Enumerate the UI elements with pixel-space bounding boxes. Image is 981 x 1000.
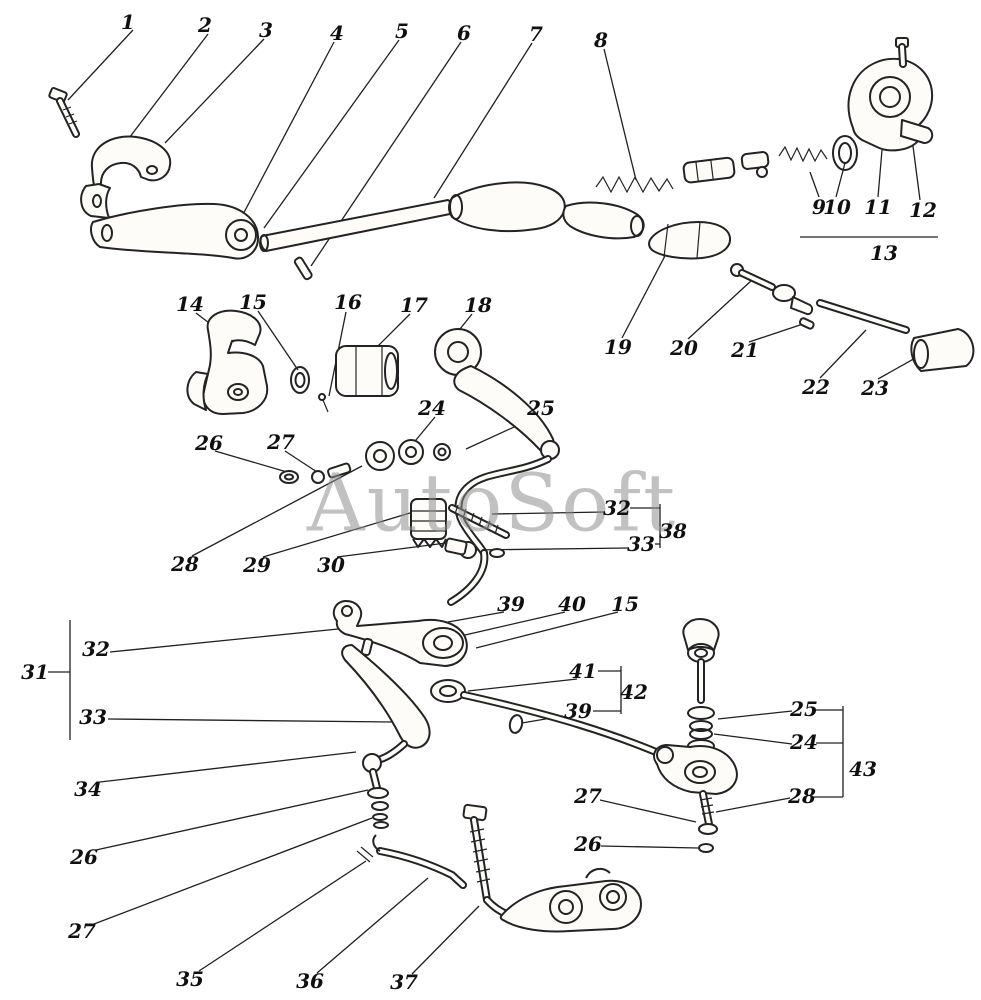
part-long-arm <box>341 644 431 829</box>
callout-label-39-41: 39 <box>564 699 592 723</box>
callout-label-15-35: 15 <box>611 592 639 616</box>
callout-label-36-52: 36 <box>296 969 324 993</box>
part-threaded-stud <box>448 504 510 559</box>
callout-label-15-14: 15 <box>239 290 267 314</box>
callout-label-2-1: 2 <box>198 13 212 37</box>
part-adjuster <box>682 135 858 184</box>
callout-label-27-50: 27 <box>68 919 96 943</box>
part-housing <box>847 37 934 152</box>
callout-label-13-12: 13 <box>870 241 898 265</box>
callout-label-23-22: 23 <box>861 376 889 400</box>
callout-label-26-25: 26 <box>195 431 223 455</box>
part-lever <box>90 202 260 260</box>
callout-label-42-40: 42 <box>620 680 648 704</box>
callout-label-3-2: 3 <box>259 18 273 42</box>
callout-label-7-6: 7 <box>529 22 543 46</box>
part-small-pin <box>318 393 329 413</box>
part-pin <box>293 256 313 281</box>
part-cylinder-block <box>335 345 399 397</box>
part-upper-arm <box>434 328 560 460</box>
callout-label-6-5: 6 <box>457 21 471 45</box>
callout-label-33-32: 33 <box>627 532 655 556</box>
part-clamp-upper <box>80 135 172 219</box>
callout-label-32-37: 32 <box>82 637 110 661</box>
part-bolt <box>48 86 80 138</box>
callout-label-10-9: 10 <box>823 195 851 219</box>
callout-label-40-34: 40 <box>558 592 586 616</box>
callout-label-19-18: 19 <box>604 335 632 359</box>
part-bracket-arm <box>332 600 468 667</box>
callout-label-21-20: 21 <box>731 338 759 362</box>
part-steering-arm <box>653 744 738 853</box>
callout-label-8-7: 8 <box>594 28 608 52</box>
part-grooved-bushing <box>410 498 468 556</box>
callout-label-39-33: 39 <box>497 592 525 616</box>
callout-label-16-15: 16 <box>334 290 362 314</box>
callout-label-41-39: 41 <box>569 659 597 683</box>
callout-label-18-17: 18 <box>464 293 492 317</box>
callout-label-32-30: 32 <box>603 496 631 520</box>
callout-label-27-26: 27 <box>267 430 295 454</box>
callout-label-14-13: 14 <box>176 292 204 316</box>
callout-label-26-48: 26 <box>70 845 98 869</box>
callout-label-4-3: 4 <box>330 21 344 45</box>
callout-label-35-51: 35 <box>176 967 204 991</box>
part-s-link <box>447 455 552 606</box>
part-vertical-link <box>682 618 720 753</box>
callout-label-34-42: 34 <box>74 777 102 801</box>
callout-label-17-16: 17 <box>400 293 428 317</box>
callout-label-27-46: 27 <box>574 784 602 808</box>
callout-label-30-29: 30 <box>317 553 345 577</box>
callout-label-43-45: 43 <box>849 757 877 781</box>
callout-label-1-0: 1 <box>121 10 135 34</box>
callout-label-25-43: 25 <box>790 697 818 721</box>
callout-label-26-49: 26 <box>574 832 602 856</box>
part-spring-large <box>595 175 674 194</box>
part-clamp-lower <box>186 309 269 415</box>
part-tapered-sleeve <box>647 221 975 372</box>
part-gasket-ring <box>290 366 310 394</box>
callout-label-38-31: 38 <box>659 519 687 543</box>
callout-label-20-19: 20 <box>670 336 698 360</box>
callout-label-37-53: 37 <box>390 970 418 994</box>
part-bearings-washers <box>279 439 451 484</box>
callout-label-5-4: 5 <box>395 19 409 43</box>
callout-label-22-21: 22 <box>802 375 830 399</box>
callout-label-31-36: 31 <box>21 660 49 684</box>
callout-label-24-23: 24 <box>418 396 446 420</box>
callout-label-11-10: 11 <box>864 195 892 219</box>
callout-label-9-8: 9 <box>812 195 826 219</box>
callout-label-28-27: 28 <box>171 552 199 576</box>
callout-label-25-24: 25 <box>527 396 555 420</box>
callout-label-33-38: 33 <box>79 705 107 729</box>
callout-label-24-44: 24 <box>790 730 818 754</box>
callout-label-29-28: 29 <box>243 553 271 577</box>
part-bottom-assembly <box>356 803 642 933</box>
part-tube <box>448 181 645 240</box>
callout-label-28-47: 28 <box>788 784 816 808</box>
callout-label-12-11: 12 <box>909 198 937 222</box>
